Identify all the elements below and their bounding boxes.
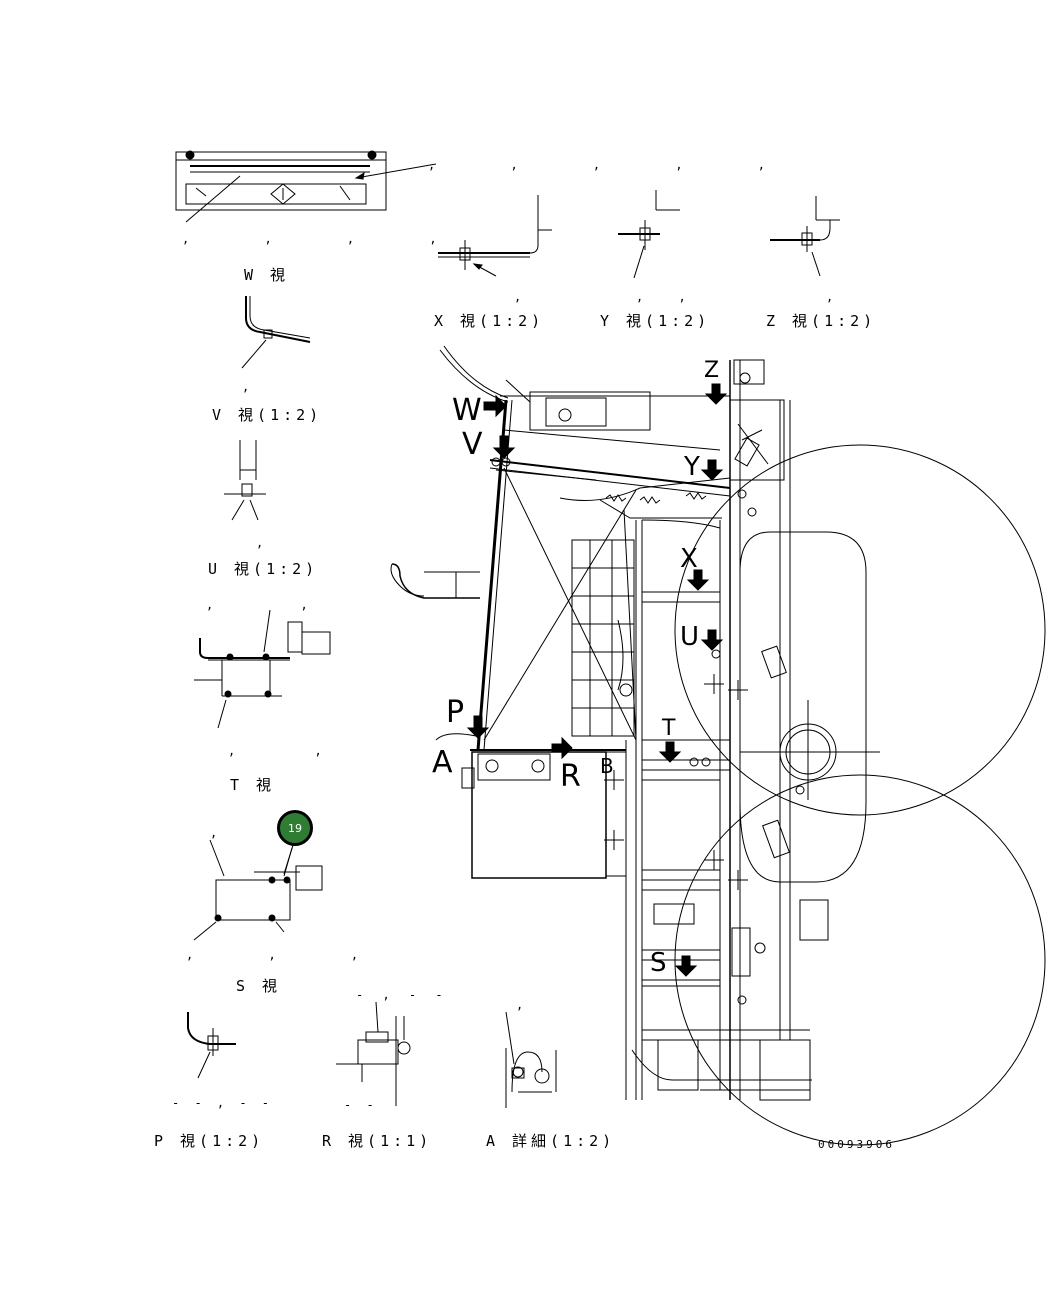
view-label-x: X 視(1:2) <box>434 312 545 330</box>
view-label-t: T 視 <box>230 776 276 794</box>
main-letter-r: R <box>560 759 581 794</box>
r-view-detail <box>336 1002 410 1106</box>
callout-badge-19[interactable]: 19 <box>277 810 313 846</box>
mark-r-below: - - <box>344 1098 378 1112</box>
main-letter-t: T <box>662 716 676 741</box>
mark-w-below: , , , , <box>182 232 471 246</box>
s-view-detail <box>194 840 322 940</box>
main-letter-v: V <box>462 427 483 462</box>
mark-x-above: , <box>514 290 522 304</box>
mark-s-top: , <box>210 826 218 840</box>
mark-y-above: , , <box>636 290 700 304</box>
main-letter-u: U <box>680 622 700 652</box>
a-detail <box>506 1012 556 1108</box>
view-label-y: Y 視(1:2) <box>600 312 711 330</box>
view-label-s: S 視 <box>236 977 282 995</box>
w-view-detail <box>176 151 436 222</box>
view-label-p: P 視(1:2) <box>154 1132 265 1150</box>
y-view-detail <box>618 190 680 278</box>
main-letter-s: S <box>650 948 667 978</box>
view-label-v: V 視(1:2) <box>212 406 323 424</box>
main-letter-w: W <box>452 393 482 428</box>
view-label-a: A 詳細(1:2) <box>486 1132 616 1150</box>
view-label-r: R 視(1:1) <box>322 1132 433 1150</box>
u-view-detail <box>224 440 266 520</box>
main-letter-p: P <box>446 695 465 730</box>
view-label-z: Z 視(1:2) <box>766 312 877 330</box>
callout-leader <box>284 848 292 876</box>
mark-t-top: , , <box>206 598 348 612</box>
mark-u-above: , <box>256 536 264 550</box>
view-label-u: U 視(1:2) <box>208 560 319 578</box>
mark-z-above: , <box>826 290 834 304</box>
main-letter-y: Y <box>684 452 700 482</box>
mark-top-right: , , , , , <box>428 158 800 172</box>
t-view-detail <box>194 610 330 728</box>
p-view-detail <box>188 1012 236 1078</box>
view-label-w: W 視 <box>244 266 290 284</box>
mark-t-below: , , <box>228 744 358 758</box>
z-view-detail <box>770 196 840 276</box>
main-assembly <box>391 346 1045 1145</box>
x-view-detail <box>438 195 552 276</box>
mark-s-below: , , , <box>186 948 393 962</box>
mark-a-top: , <box>516 998 524 1012</box>
main-letter-a: A <box>432 745 453 780</box>
v-view-detail <box>242 296 310 368</box>
mark-r-top: - , - - <box>356 988 449 1002</box>
document-number: 00093906 <box>818 1138 895 1151</box>
main-letter-z: Z <box>704 358 720 383</box>
main-letter-b: B <box>600 754 614 778</box>
mark-p-below: - - , - - <box>172 1096 274 1110</box>
main-letter-x: X <box>680 544 698 574</box>
mark-v-above: , <box>242 380 250 394</box>
